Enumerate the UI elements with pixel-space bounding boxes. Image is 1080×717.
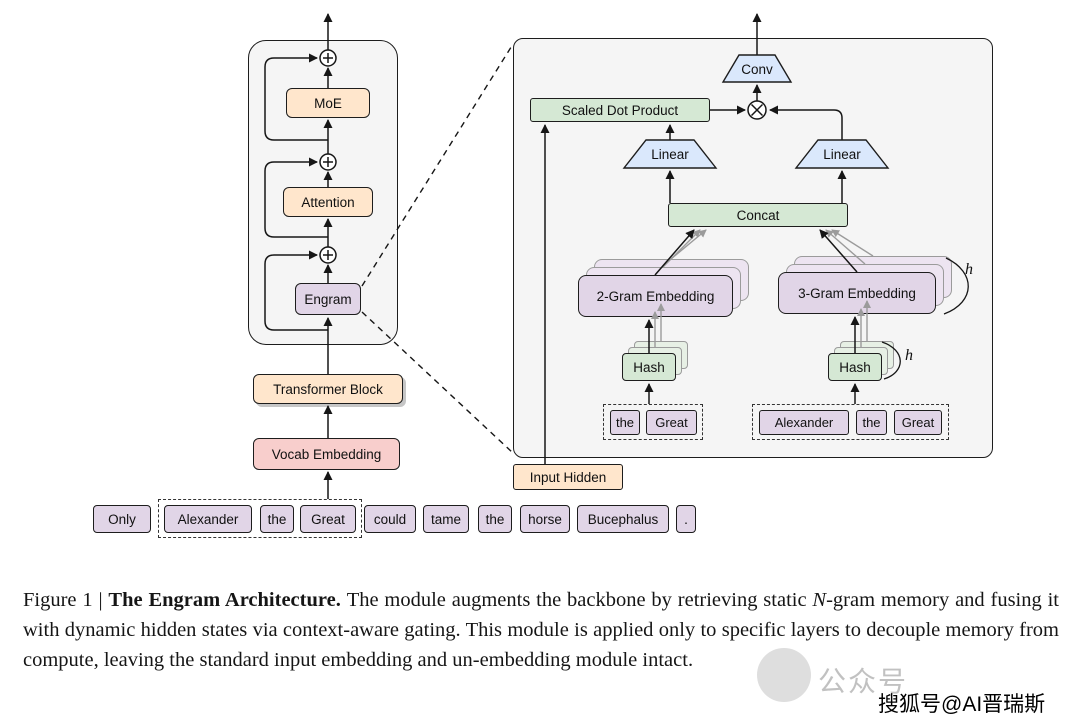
token-period: . bbox=[676, 505, 696, 533]
detail-token-alexander: Alexander bbox=[759, 410, 849, 435]
h-count-embedding-label: h bbox=[965, 261, 973, 278]
token-only: Only bbox=[93, 505, 151, 533]
two-gram-embedding-block: 2-Gram Embedding bbox=[578, 275, 733, 317]
watermark-badge-icon bbox=[757, 648, 811, 702]
caption-n-italic: N bbox=[812, 589, 827, 611]
token-great: Great bbox=[300, 505, 356, 533]
ngram-selection-outline bbox=[158, 499, 362, 538]
three-gram-token-outline bbox=[752, 404, 949, 440]
token-bucephalus: Bucephalus bbox=[577, 505, 669, 533]
detail-token-great: Great bbox=[894, 410, 942, 435]
detail-token-great: Great bbox=[646, 410, 697, 435]
token-could: could bbox=[364, 505, 416, 533]
three-gram-embedding-block: 3-Gram Embedding bbox=[778, 272, 936, 314]
hash-left-block: Hash bbox=[622, 353, 676, 381]
figure-caption: Figure 1 | The Engram Architecture. The … bbox=[23, 585, 1059, 675]
caption-title: The Engram Architecture. bbox=[108, 589, 347, 611]
token-the-2: the bbox=[478, 505, 512, 533]
watermark-sohu-text: 搜狐号@AI晋瑞斯 bbox=[878, 693, 1046, 716]
engram-block: Engram bbox=[295, 283, 361, 315]
token-tame: tame bbox=[423, 505, 469, 533]
concat-block: Concat bbox=[668, 203, 848, 227]
input-hidden-block: Input Hidden bbox=[513, 464, 623, 490]
detail-token-the: the bbox=[610, 410, 640, 435]
linear-right-label: Linear bbox=[823, 146, 861, 162]
two-gram-token-outline bbox=[603, 404, 703, 440]
detail-token-the: the bbox=[856, 410, 887, 435]
moe-block: MoE bbox=[286, 88, 370, 118]
transformer-block: Transformer Block bbox=[253, 374, 403, 404]
token-alexander: Alexander bbox=[164, 505, 252, 533]
caption-body-1: The module augments the backbone by retr… bbox=[346, 589, 813, 611]
caption-figure-label: Figure 1 | bbox=[23, 589, 109, 611]
hash-right-block: Hash bbox=[828, 353, 882, 381]
vocab-embedding-block: Vocab Embedding bbox=[253, 438, 400, 470]
caption-body-2: -gram memory and fusing it with dynamic … bbox=[23, 589, 1059, 672]
conv-label: Conv bbox=[741, 61, 773, 77]
linear-left-label: Linear bbox=[651, 146, 689, 162]
h-count-hash-label: h bbox=[905, 347, 913, 364]
scaled-dot-product-block: Scaled Dot Product bbox=[530, 98, 710, 122]
attention-block: Attention bbox=[283, 187, 373, 217]
watermark-faint-text: 公众号 bbox=[818, 666, 909, 697]
token-horse: horse bbox=[520, 505, 570, 533]
token-the: the bbox=[260, 505, 294, 533]
